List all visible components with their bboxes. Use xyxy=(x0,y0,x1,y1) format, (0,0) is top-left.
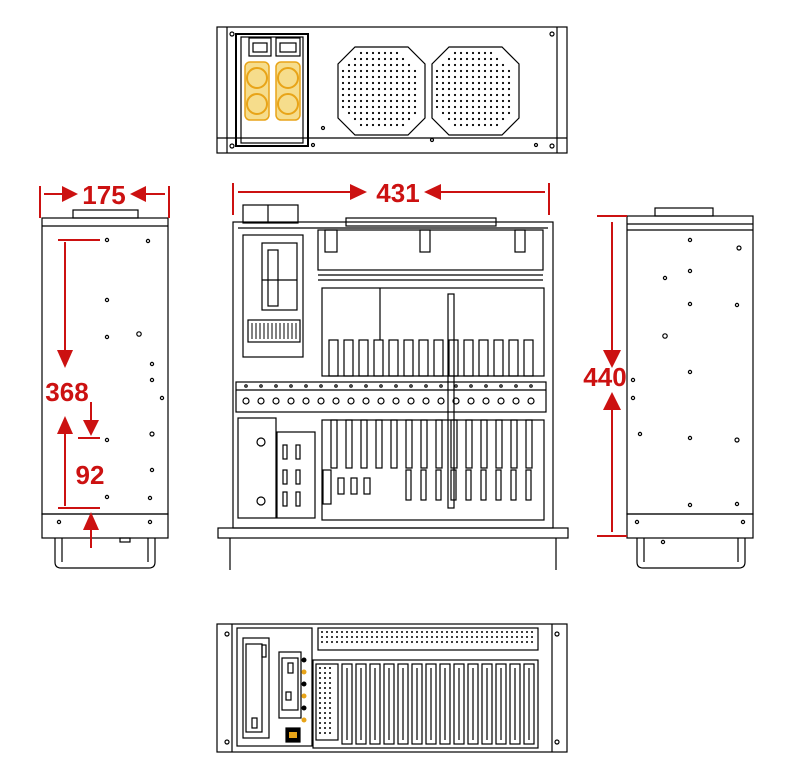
fan-icon xyxy=(244,61,301,121)
front-bezel-right xyxy=(626,513,754,539)
front-panel-outline xyxy=(216,623,568,753)
vent-grille-icon xyxy=(337,46,426,136)
rear-view xyxy=(216,26,568,154)
dimension-lines xyxy=(39,183,627,548)
dim-depth-label: 440 xyxy=(583,362,626,392)
side-view-left xyxy=(41,209,169,569)
dim-board-depth-label: 368 xyxy=(45,377,88,407)
dim-height-label: 175 xyxy=(82,180,125,210)
power-supply-top xyxy=(242,234,304,358)
dim-front-offset-label: 92 xyxy=(76,460,105,490)
dimension-labels: 431 175 440 368 92 xyxy=(45,178,626,490)
top-view xyxy=(217,204,569,570)
side-panel-right xyxy=(626,215,754,515)
top-view-outline xyxy=(232,221,554,529)
handle-right xyxy=(636,538,746,569)
side-view-right xyxy=(626,207,754,569)
rear-panel-outline xyxy=(216,26,568,154)
front-bezel-left xyxy=(41,513,169,539)
power-socket-icon xyxy=(248,37,301,57)
dim-width-label: 431 xyxy=(376,178,419,208)
power-supply-block xyxy=(235,33,309,147)
handle-left xyxy=(54,538,156,569)
board-upper xyxy=(321,287,545,377)
drive-bay-icon xyxy=(237,417,277,519)
drive-bay-icon xyxy=(236,627,313,747)
cross-bar xyxy=(235,381,547,413)
front-view xyxy=(216,623,568,753)
expansion-slot-icon xyxy=(341,663,535,745)
side-panel-left xyxy=(41,217,169,515)
vent-grille-icon xyxy=(431,46,520,136)
